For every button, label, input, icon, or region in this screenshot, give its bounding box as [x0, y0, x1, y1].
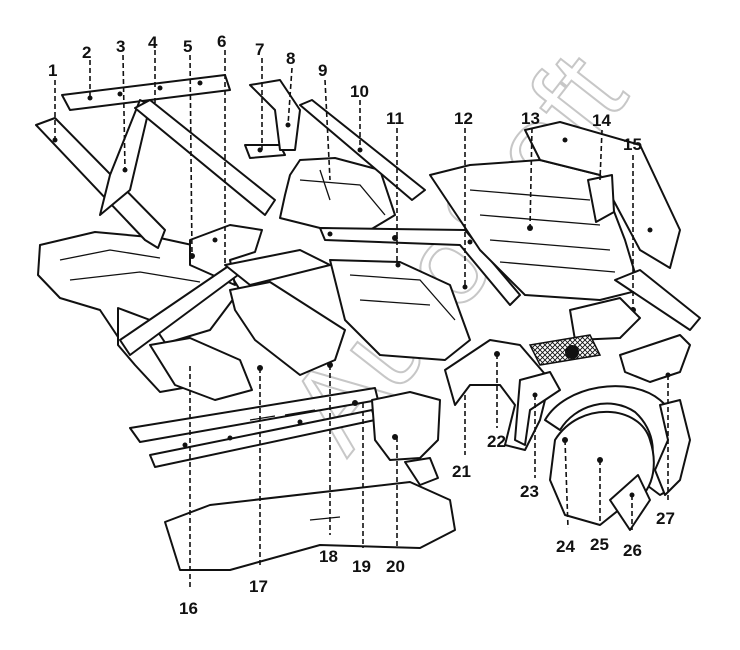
callout-14: 14 [592, 111, 611, 130]
leader-lines [54, 50, 669, 588]
crossmember-rear-rail [319, 227, 521, 306]
callout-23: 23 [520, 482, 539, 501]
callout-4: 4 [148, 33, 158, 52]
wheel-arch-rear-panel [654, 399, 691, 496]
windshield-crossmember [61, 74, 231, 111]
rear-sill-extension [164, 481, 456, 571]
bracket-14 [587, 174, 615, 223]
callout-2: 2 [82, 43, 91, 62]
callout-15: 15 [623, 135, 642, 154]
callout-18: 18 [319, 547, 338, 566]
rear-cross-mesh [528, 297, 641, 366]
a-pillar-brace [99, 99, 151, 216]
callout-3: 3 [116, 37, 125, 56]
rocker-panel [129, 387, 379, 468]
callout-13: 13 [521, 109, 540, 128]
callout-9: 9 [318, 61, 327, 80]
front-floor-sill [149, 337, 263, 401]
callout-10: 10 [350, 82, 369, 101]
roof-rail-left [134, 99, 276, 216]
center-tunnel [329, 259, 471, 361]
callout-17: 17 [249, 577, 268, 596]
jack-mount-bracket [371, 391, 441, 486]
callout-19: 19 [352, 557, 371, 576]
callout-21: 21 [452, 462, 471, 481]
callout-11: 11 [386, 109, 404, 128]
callout-6: 6 [217, 32, 226, 51]
callouts: 1 2 3 4 5 6 7 8 9 10 11 12 13 14 15 16 1… [48, 32, 675, 618]
rear-panel [524, 121, 681, 269]
callout-12: 12 [454, 109, 473, 128]
callout-5: 5 [183, 37, 192, 56]
callout-27: 27 [656, 509, 675, 528]
callout-20: 20 [386, 557, 405, 576]
callout-22: 22 [487, 432, 506, 451]
callout-8: 8 [286, 49, 295, 68]
callout-16: 16 [179, 599, 198, 618]
rear-bracket-right [619, 334, 691, 383]
front-sill-left [229, 281, 346, 376]
dash-panel [279, 157, 396, 231]
callout-26: 26 [623, 541, 642, 560]
sill-side-left [119, 249, 331, 356]
hinge-brackets [244, 79, 301, 159]
callout-1: 1 [48, 61, 57, 80]
center-pillar [189, 224, 263, 286]
sill-rail-upper [299, 99, 426, 201]
callout-7: 7 [255, 40, 264, 59]
callout-24: 24 [556, 537, 575, 556]
callout-25: 25 [590, 535, 609, 554]
